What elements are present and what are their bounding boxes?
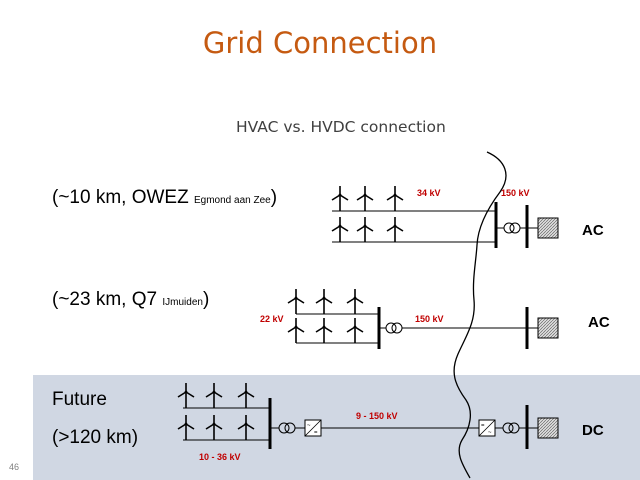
row2-label-close: ) (202, 289, 210, 310)
row1-label-location: Egmond aan Zee (194, 195, 271, 206)
slide-subtitle: HVAC vs. HVDC connection (236, 118, 446, 136)
svg-text:=: = (481, 423, 485, 429)
slide-title: Grid Connection (202, 26, 438, 60)
row3-converter-onshore: = ~ (478, 419, 496, 437)
row2-kv-park: 22 kV (260, 314, 284, 324)
row1-turbine-icon-5 (356, 217, 374, 242)
row1-turbine-icon-6 (386, 217, 404, 242)
row2-label: (~23 km, Q7 IJmuiden) (52, 289, 209, 311)
row1-label-close: ) (270, 187, 278, 208)
row1-turbine-icon-4 (331, 217, 349, 242)
row3-transformer-onshore (502, 422, 520, 434)
row2-turbine-icon-3 (346, 289, 364, 314)
row3-converter-offshore: ~ = (304, 419, 322, 437)
row1-circuit: 34 kV 150 kV AC (331, 186, 604, 248)
row3-turbine-icon-5 (205, 415, 223, 440)
row2-turbine-icon-6 (346, 318, 364, 343)
page-number: 46 (9, 462, 20, 472)
row1-grid-box (537, 217, 559, 239)
svg-text:~: ~ (488, 430, 492, 436)
row3-transformer-offshore (278, 422, 296, 434)
row2-label-location: IJmuiden (162, 297, 203, 308)
row2-grid-box (537, 317, 559, 339)
row2-turbine-icon-1 (287, 289, 305, 314)
row2-circuit: 22 kV 150 kV AC (260, 289, 610, 349)
row3-turbine-icon-4 (177, 415, 195, 440)
row3-turbine-icon-1 (177, 383, 195, 408)
row3-label-distance: (>120 km) (52, 427, 139, 448)
row1-transformer (503, 222, 521, 234)
row1-type: AC (582, 222, 604, 239)
row1-kv-park: 34 kV (417, 188, 441, 198)
row3-turbine-icon-3 (237, 383, 255, 408)
row1-label: (~10 km, OWEZ Egmond aan Zee) (52, 187, 277, 209)
row3-turbines (177, 383, 255, 440)
row2-turbines (287, 289, 364, 343)
svg-text:=: = (314, 430, 318, 436)
row2-kv-grid: 150 kV (415, 314, 444, 324)
row3-turbine-icon-2 (205, 383, 223, 408)
row2-label-main: (~23 km, Q7 (52, 289, 163, 310)
row1-turbines (331, 186, 404, 242)
row3-kv-park: 10 - 36 kV (199, 452, 241, 462)
row3-kv-grid: 9 - 150 kV (356, 411, 398, 421)
row1-label-main: (~10 km, OWEZ (52, 187, 194, 208)
row3-type: DC (582, 422, 604, 439)
svg-text:~: ~ (307, 423, 311, 429)
row1-turbine-icon-3 (386, 186, 404, 211)
row3-label-future: Future (52, 389, 107, 410)
row2-turbine-icon-5 (315, 318, 333, 343)
row2-turbine-icon-2 (315, 289, 333, 314)
row1-turbine-icon-1 (331, 186, 349, 211)
row1-turbine-icon-2 (356, 186, 374, 211)
row3-turbine-icon-6 (237, 415, 255, 440)
row2-type: AC (588, 314, 610, 331)
row2-transformer (385, 322, 403, 334)
row1-kv-grid: 150 kV (501, 188, 530, 198)
row3-circuit: ~ = = ~ 10 - 36 kV 9 - 150 kV DC (177, 383, 604, 462)
row3-grid-box (537, 417, 559, 439)
row2-turbine-icon-4 (287, 318, 305, 343)
